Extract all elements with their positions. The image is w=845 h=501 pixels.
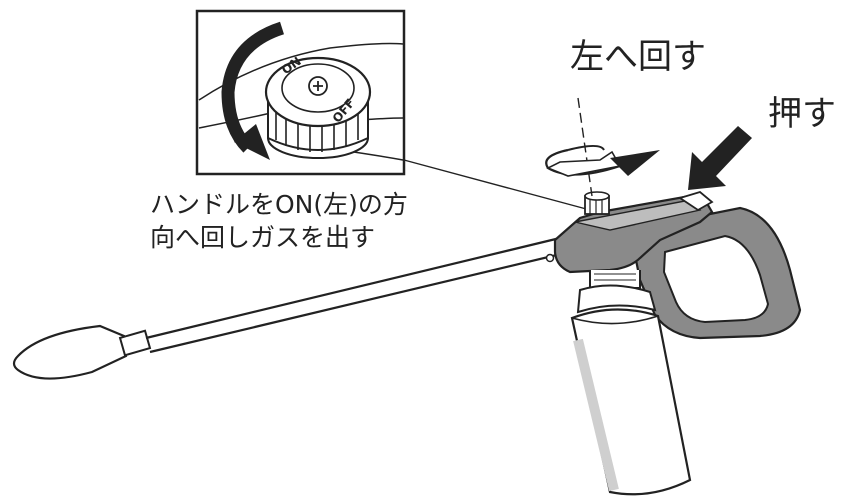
push-label: 押す (768, 94, 836, 134)
knob-inset: ON OFF (195, 9, 406, 176)
leader-line (403, 159, 591, 211)
valve-knob (264, 56, 372, 159)
nozzle-tip (12, 324, 128, 380)
rotate-arrow-icon (221, 21, 285, 160)
torch-rod (12, 236, 566, 380)
torch-knob (584, 191, 610, 215)
handle-opening (662, 234, 770, 324)
turn-left-label: 左へ回す (570, 37, 706, 77)
instruction-line-1: ハンドルをON(左)の方 (150, 190, 408, 219)
push-arrow-icon (688, 126, 752, 190)
push-button (677, 190, 714, 212)
instruction-text: ハンドルをON(左)の方 向へ回しガスを出す (150, 188, 408, 254)
turn-left-arrow-icon (545, 145, 660, 177)
torch-body (553, 190, 802, 340)
gas-canister (570, 284, 692, 496)
instruction-line-2: 向へ回しガスを出す (150, 223, 376, 252)
